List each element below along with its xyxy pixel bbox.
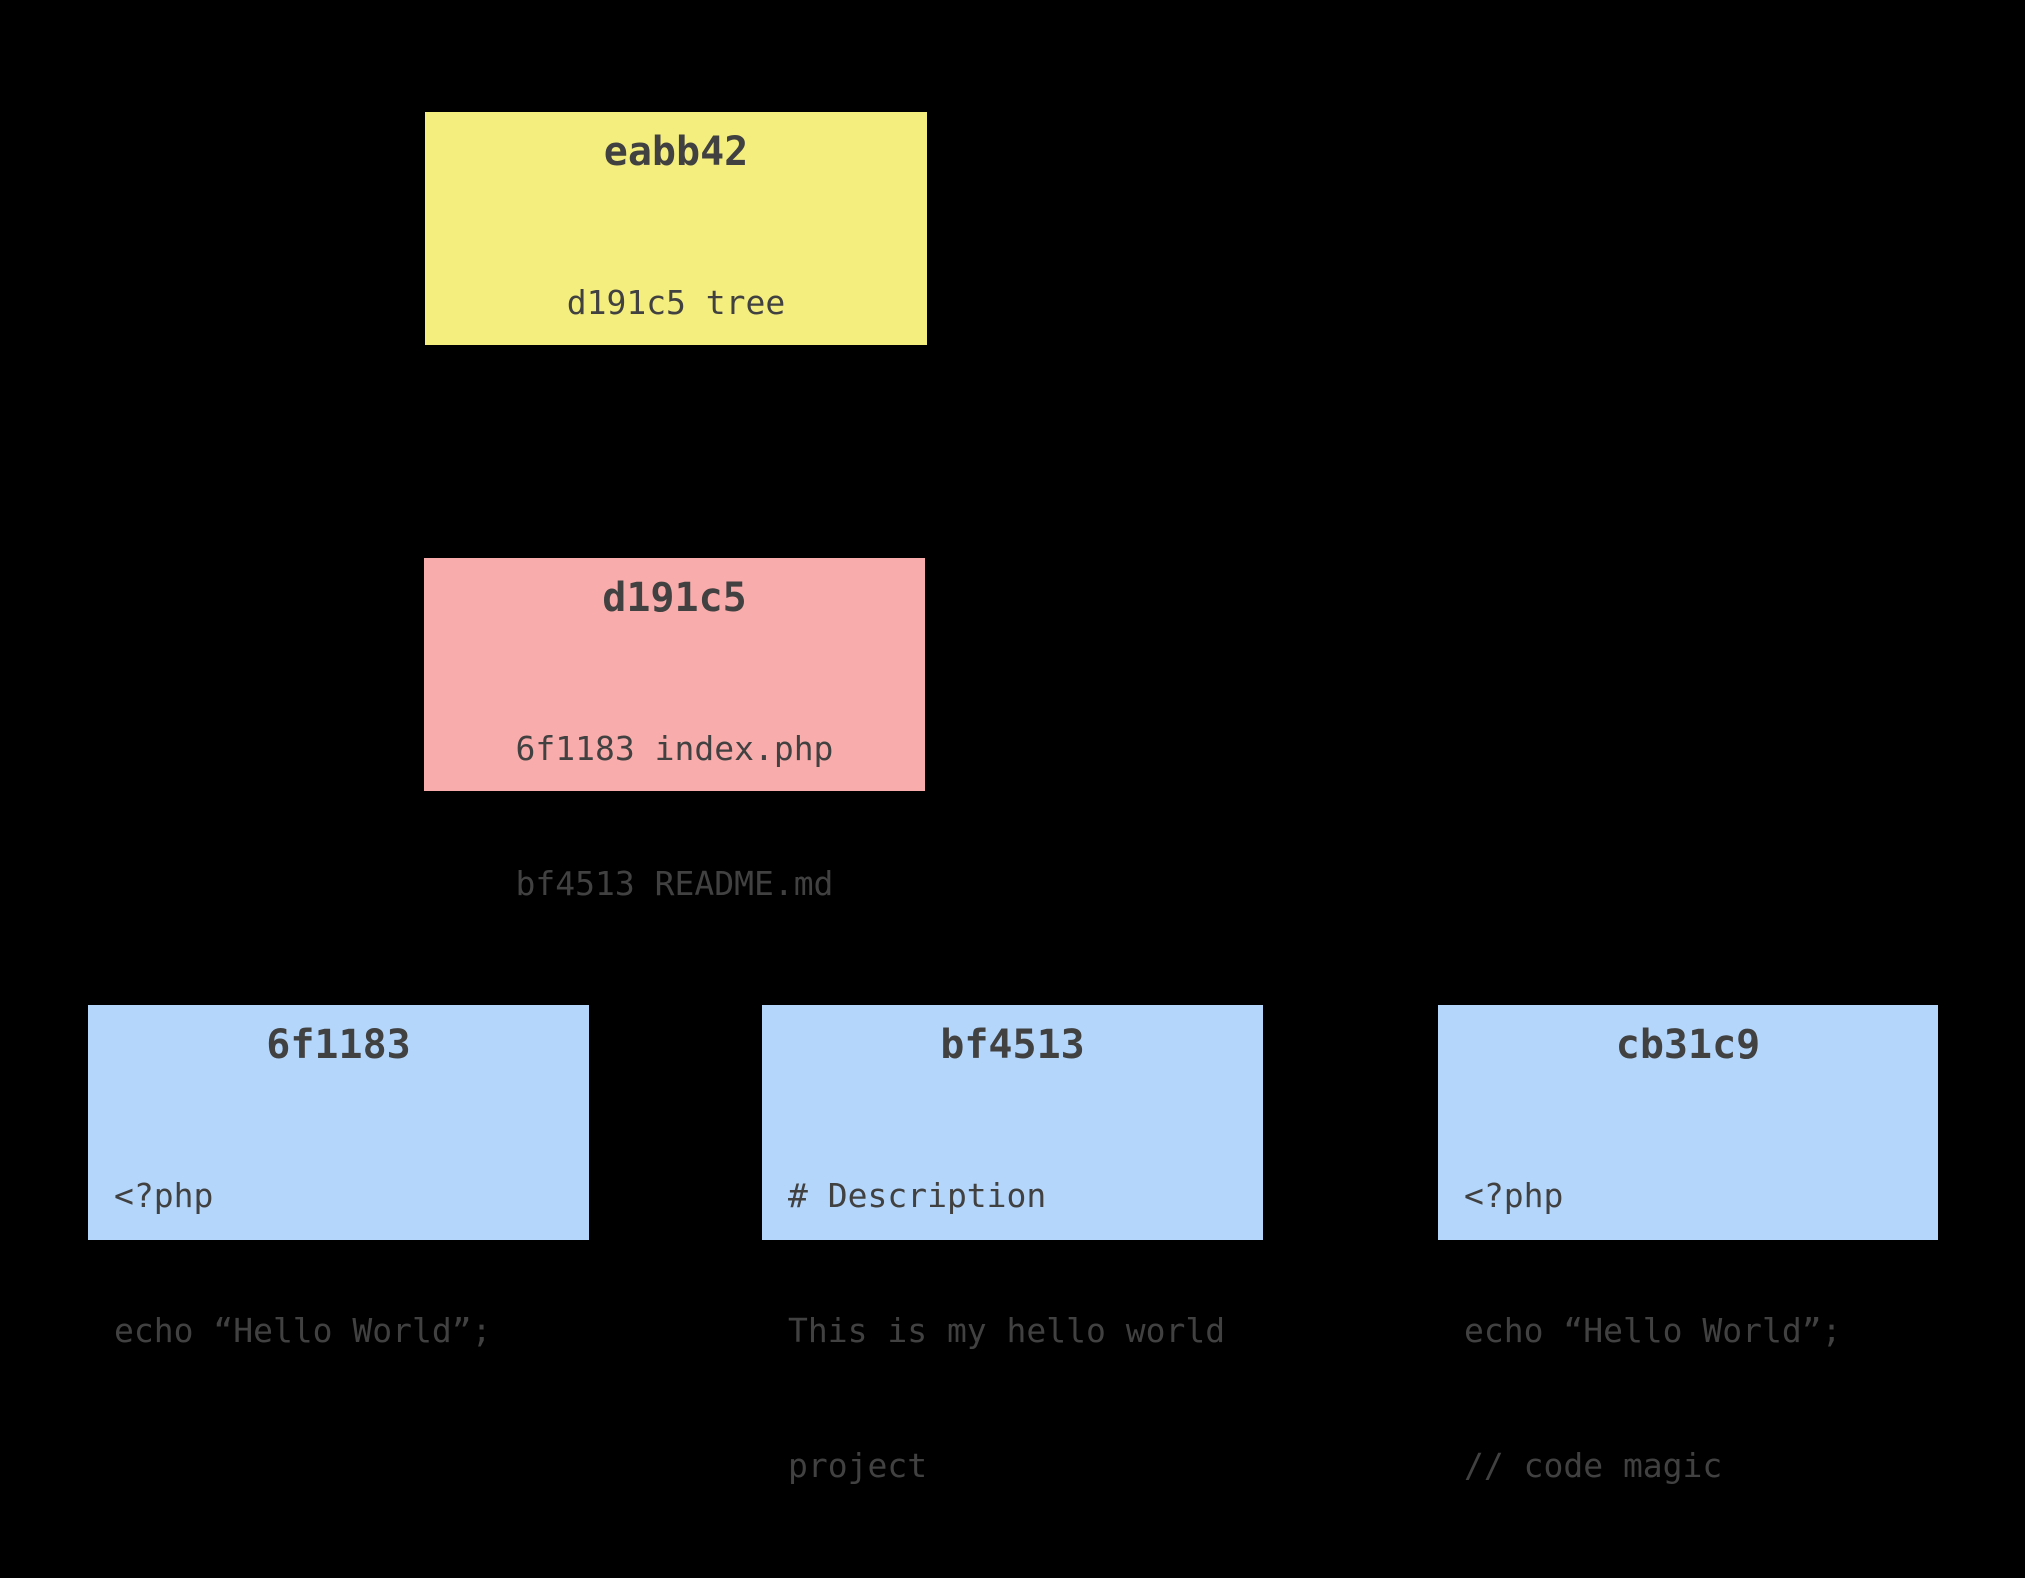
code-line: echo “Hello World”;	[114, 1311, 492, 1350]
code-line: // code magic	[1464, 1446, 1723, 1485]
blob-node-6f1183: 6f1183 <?php echo “Hello World”;	[88, 1005, 589, 1350]
code-line: <?php	[114, 1176, 214, 1215]
code-line: <?php	[1464, 1176, 1564, 1215]
blob-node-body: <?php echo “Hello World”;	[88, 1083, 589, 1443]
blob-node-body: <?php echo “Hello World”; // code magic	[1438, 1083, 1938, 1578]
blob-hash-title: bf4513	[940, 1022, 1085, 1068]
commit-node-body: d191c5 tree	[425, 190, 927, 415]
tree-reference-line: d191c5 tree	[566, 283, 786, 322]
blob-node-bf4513: bf4513 # Description This is my hello wo…	[762, 1005, 1263, 1485]
code-line: This is my hello world	[788, 1311, 1226, 1350]
tree-node-d191c5: d191c5 6f1183 index.php bf4513 README.md	[424, 558, 925, 903]
commit-node-eabb42: eabb42 d191c5 tree	[425, 112, 927, 345]
tree-node-body: 6f1183 index.php bf4513 README.md	[424, 636, 925, 996]
blob-hash-title: cb31c9	[1615, 1022, 1761, 1068]
blob-node-body: # Description This is my hello world pro…	[762, 1083, 1263, 1578]
git-object-diagram: eabb42 d191c5 tree d191c5 6f1183 index.p…	[88, 112, 1938, 1485]
tree-entry-line: 6f1183 index.php	[515, 729, 834, 768]
blob-hash-title: 6f1183	[266, 1022, 411, 1068]
tree-entry-line: bf4513 README.md	[515, 864, 834, 903]
commit-hash-title: eabb42	[603, 129, 749, 175]
blob-node-cb31c9: cb31c9 <?php echo “Hello World”; // code…	[1438, 1005, 1938, 1485]
code-line: # Description	[788, 1176, 1047, 1215]
code-line: project	[788, 1446, 928, 1485]
tree-hash-title: d191c5	[602, 575, 747, 621]
code-line: echo “Hello World”;	[1464, 1311, 1842, 1350]
